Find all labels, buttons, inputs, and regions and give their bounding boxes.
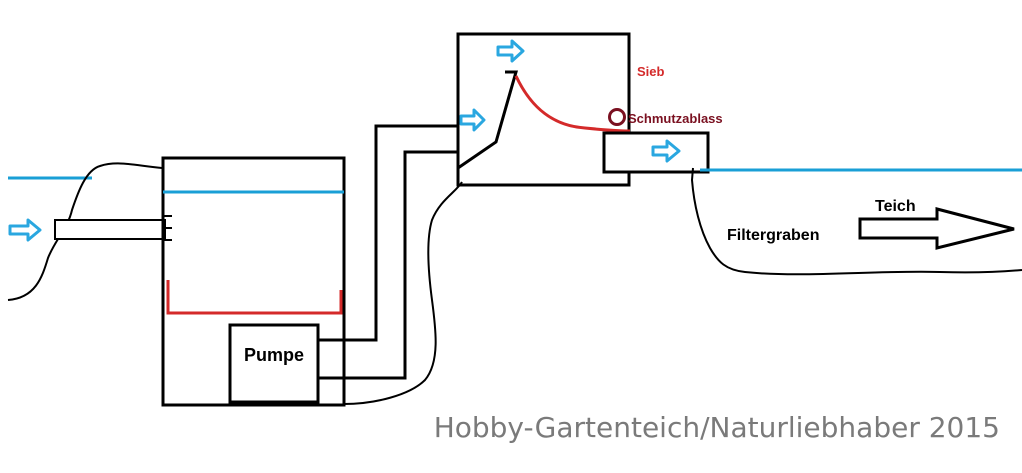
pump-chamber [161, 156, 346, 407]
filter-ditch-bed [690, 167, 1022, 276]
sieve-top-flow-arrow-icon [496, 39, 525, 63]
pump-label: Pumpe [244, 345, 304, 365]
watermark-text: Hobby-Gartenteich/Naturliebhaber 2015 [434, 411, 1000, 444]
inlet-pipe [54, 219, 166, 240]
sieve-side-flow-arrow-icon [459, 108, 486, 132]
dirt-drain-label: Schmutzablass [628, 111, 723, 126]
sieve-inlet-chute [457, 70, 518, 170]
sieve-label: Sieb [637, 64, 665, 79]
outlet-flow-arrow-icon [651, 139, 681, 163]
sieve-box [456, 32, 631, 187]
to-pond-arrow-icon [858, 207, 1015, 250]
chamber-strainer [166, 280, 343, 315]
inlet-flow-arrow-icon [8, 218, 42, 242]
ground-line-center [343, 181, 463, 405]
pond-bank-left [7, 162, 163, 301]
pump-box [228, 323, 320, 404]
pump-pressure-pipe [318, 124, 458, 380]
filter-ditch-label: Filtergraben [727, 227, 819, 244]
dirt-drain-icon [608, 108, 626, 126]
pond-label: Teich [875, 198, 916, 215]
curved-sieve [514, 75, 631, 133]
